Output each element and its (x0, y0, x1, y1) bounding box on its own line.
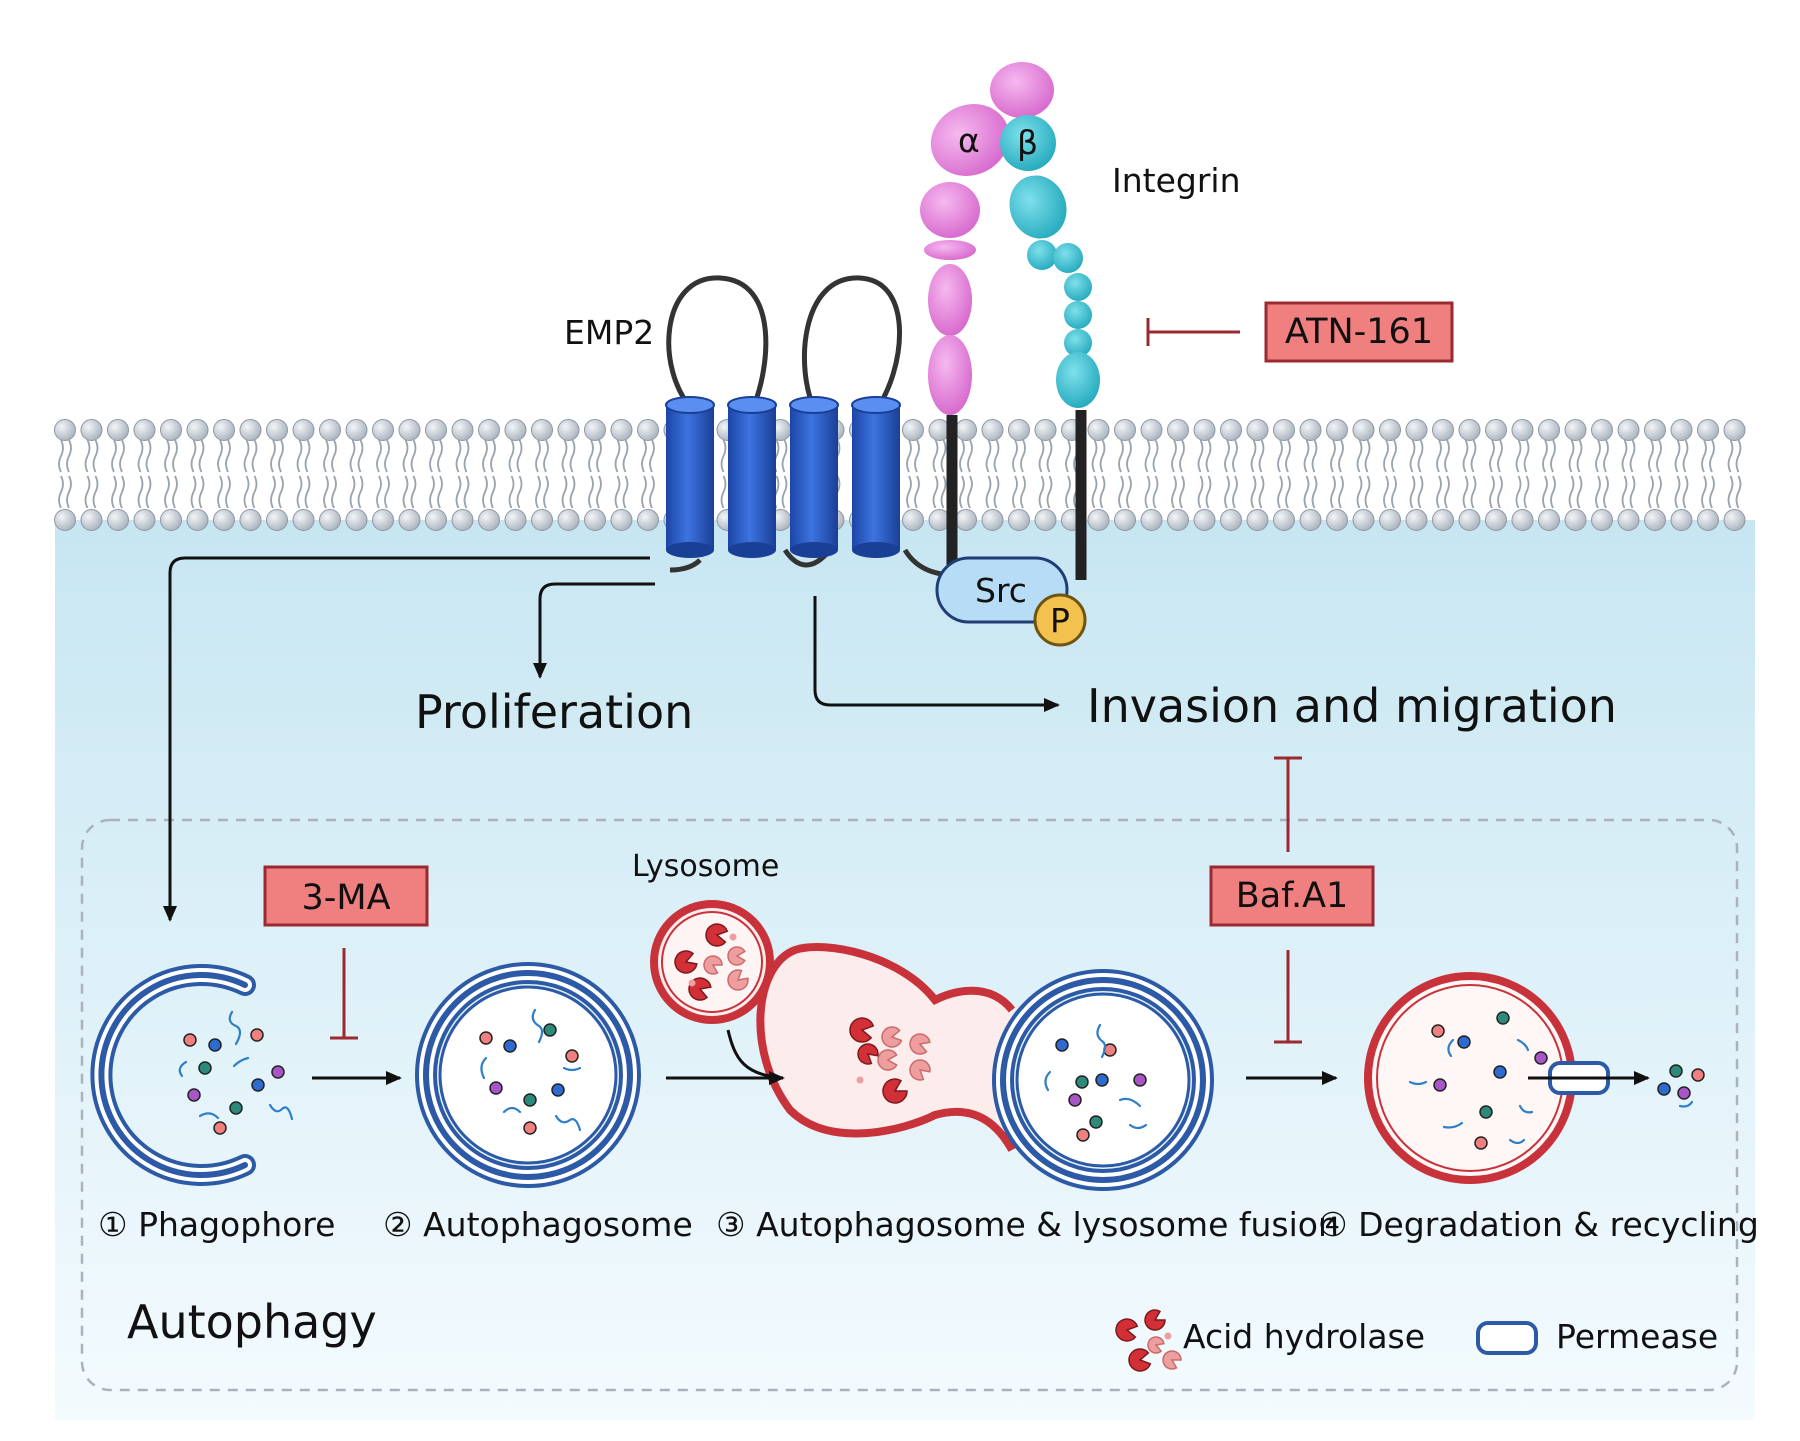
autolysosome-fusion (756, 943, 1214, 1191)
atn161-label: ATN-161 (1285, 312, 1433, 352)
step-1-label: ① Phagophore (98, 1205, 335, 1244)
autophagosome-cargo (479, 1008, 582, 1135)
lysosome-label: Lysosome (632, 849, 779, 884)
beta-subunit-label: β (1017, 123, 1038, 162)
atn161-inhibition (1146, 318, 1240, 346)
phagophore (90, 964, 256, 1186)
atn161-box (1264, 301, 1454, 363)
signaling-arrows (163, 556, 1060, 922)
autophagy-title: Autophagy (127, 1295, 377, 1349)
acid-hydrolase-legend-label: Acid hydrolase (1183, 1317, 1425, 1356)
acid-hydrolase-legend-icon (1115, 1309, 1182, 1372)
proliferation-label: Proliferation (415, 685, 693, 739)
bafa1-inhibition (1274, 756, 1302, 1044)
phospho-label: P (1050, 601, 1070, 640)
src-label: Src (975, 571, 1027, 610)
fusion-hydrolases (849, 1017, 931, 1104)
step-arrows (312, 1029, 1338, 1085)
phospho-icon (1033, 593, 1087, 647)
three-ma-inhibition (330, 948, 358, 1040)
recycled-products (1657, 1064, 1705, 1108)
permease-legend-icon (1476, 1321, 1538, 1355)
alpha-subunit-label: α (958, 121, 980, 160)
step-2-label: ② Autophagosome (383, 1205, 693, 1244)
emp2-protein (665, 275, 956, 578)
permease-legend-label: Permease (1556, 1317, 1718, 1356)
integrin-protein (920, 62, 1100, 580)
bafa1-box (1209, 865, 1375, 927)
lysosome-hydrolases (674, 923, 749, 1001)
phagophore-cargo (178, 1010, 294, 1135)
step-4-label: ④ Degradation & recycling (1318, 1205, 1759, 1244)
autophagosome (415, 962, 641, 1188)
emp2-label: EMP2 (564, 313, 654, 352)
src-kinase (935, 556, 1069, 624)
fusion-cargo (1044, 1023, 1148, 1142)
invasion-migration-label: Invasion and migration (1087, 679, 1617, 733)
step-3-label: ③ Autophagosome & lysosome fusion (716, 1205, 1339, 1244)
autophagy-region (80, 818, 1739, 1392)
bafa1-label: Baf.A1 (1236, 876, 1349, 916)
integrin-label: Integrin (1112, 161, 1241, 200)
three-ma-label: 3-MA (301, 878, 390, 918)
degradation-cargo (1408, 1011, 1548, 1150)
three-ma-box (263, 865, 429, 927)
